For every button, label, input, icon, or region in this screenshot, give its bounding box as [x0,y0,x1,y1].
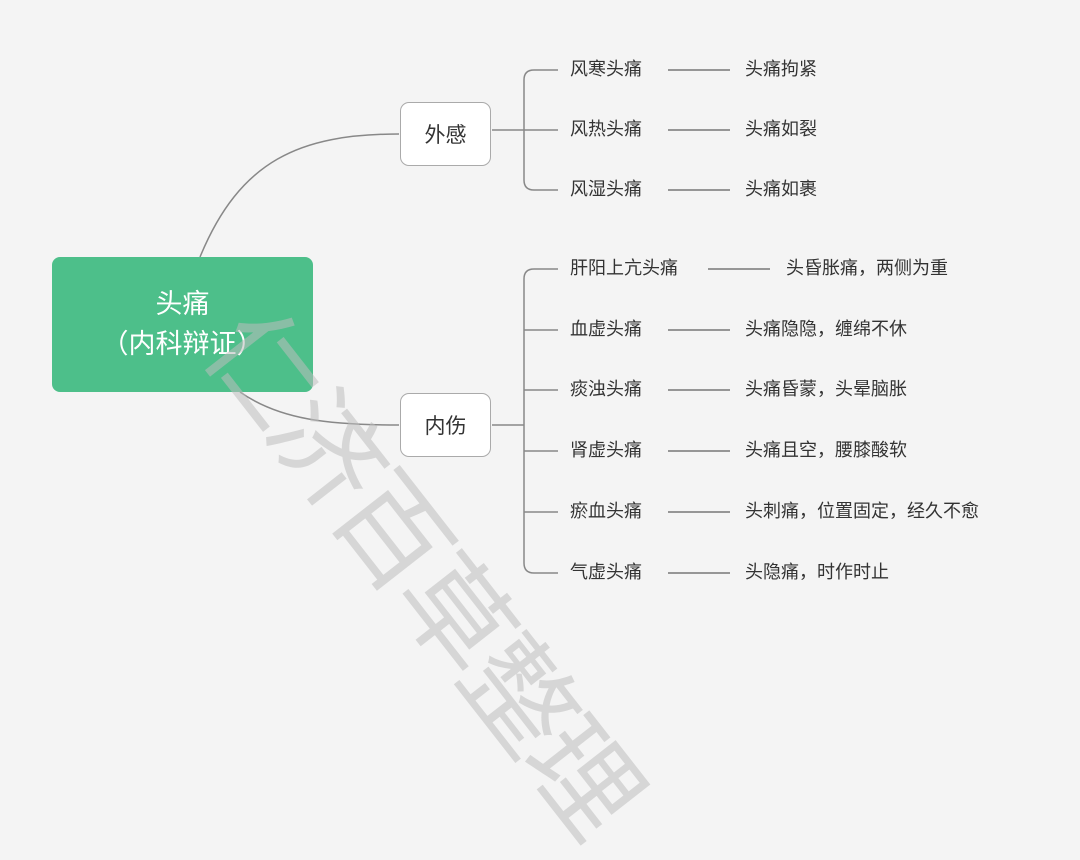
leaf-node[interactable]: 瘀血头痛 [570,501,642,522]
branch-node-waigan[interactable]: 外感 [400,102,491,166]
root-to-neishang-curve [239,391,400,426]
leaf-node[interactable]: 风寒头痛 [570,59,642,80]
leaf-node[interactable]: 肝阳上亢头痛 [570,258,678,279]
root-subtitle: （内科辩证） [101,328,264,360]
leaf-desc[interactable]: 头痛隐隐，缠绵不休 [745,319,907,340]
leaf-desc[interactable]: 头痛如裹 [745,179,817,200]
connector-lines [199,69,770,574]
root-to-waigan-curve [199,133,400,258]
root-node[interactable]: 头痛 （内科辩证） [52,257,313,392]
leaf-desc[interactable]: 头痛且空，腰膝酸软 [745,440,907,461]
leaf-node[interactable]: 风湿头痛 [570,179,642,200]
waigan-bracket [492,69,558,191]
leaf-desc[interactable]: 头刺痛，位置固定，经久不愈 [745,501,979,522]
leaf-desc[interactable]: 头隐痛，时作时止 [745,562,889,583]
branch-label: 外感 [424,123,467,147]
branch-label: 内伤 [424,414,467,438]
leaf-desc[interactable]: 头痛如裂 [745,119,817,140]
leaf-node[interactable]: 血虚头痛 [570,319,642,340]
neishang-bracket [492,268,558,574]
leaf-desc[interactable]: 头昏胀痛，两侧为重 [786,258,948,279]
leaf-desc[interactable]: 头痛昏蒙，头晕脑胀 [745,379,907,400]
root-title: 头痛 [155,288,210,320]
leaf-node[interactable]: 风热头痛 [570,119,642,140]
leaf-node[interactable]: 气虚头痛 [570,562,642,583]
leaf-desc[interactable]: 头痛拘紧 [745,59,817,80]
leaf-node[interactable]: 痰浊头痛 [570,379,642,400]
branch-node-neishang[interactable]: 内伤 [400,393,491,457]
leaf-node[interactable]: 肾虚头痛 [570,440,642,461]
